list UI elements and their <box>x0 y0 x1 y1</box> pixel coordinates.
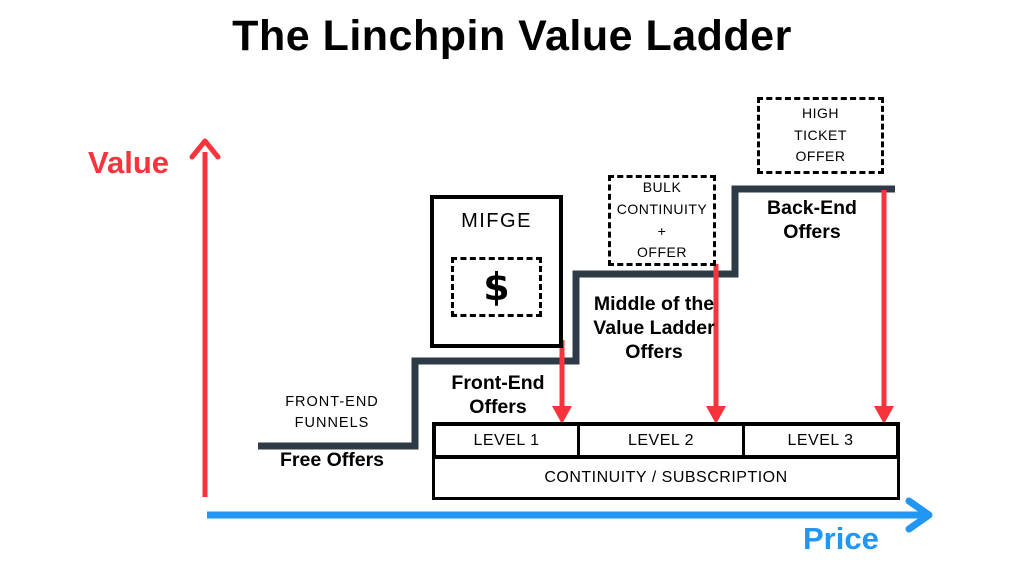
price-axis-label: Price <box>803 521 879 556</box>
drop-arrow-2-head-icon <box>706 406 726 424</box>
caption-line: Offers <box>783 220 841 243</box>
level-3-cell: LEVEL 3 <box>743 424 898 457</box>
bulk-box-line: BULK <box>642 179 682 196</box>
high-ticket-offer-box: HIGH TICKET OFFER <box>757 97 884 174</box>
value-axis-arrowhead-icon <box>189 138 221 160</box>
middle-value-ladder-offers-caption: Middle of the Value Ladder Offers <box>578 293 730 364</box>
bulk-continuity-offer-box: BULK CONTINUITY + OFFER <box>608 175 716 266</box>
caption-line: Back-End <box>767 197 857 219</box>
level-1-cell: LEVEL 1 <box>434 424 579 457</box>
caption-line: Offers <box>469 395 527 418</box>
high-ticket-line: TICKET <box>794 126 847 143</box>
mifge-box-title: MIFGE <box>461 210 532 232</box>
caption-line: Free Offers <box>279 449 385 471</box>
back-end-offers-caption: Back-End Offers <box>737 197 887 245</box>
levels-table: LEVEL 1 LEVEL 2 LEVEL 3 CONTINUITY / SUB… <box>432 422 900 500</box>
continuity-subscription-cell: CONTINUITY / SUBSCRIPTION <box>435 457 897 497</box>
high-ticket-line: HIGH <box>802 104 839 121</box>
mifge-box: MIFGE $ <box>430 195 563 348</box>
free-offers-caption: Free Offers <box>252 449 412 473</box>
dollar-icon: $ <box>483 265 510 309</box>
caption-line: FRONT-END <box>285 394 379 410</box>
bulk-box-line: + <box>657 222 667 239</box>
level-2-cell: LEVEL 2 <box>578 424 744 457</box>
high-ticket-line: OFFER <box>795 148 846 165</box>
page-title: The Linchpin Value Ladder <box>232 12 792 60</box>
price-axis-arrowhead-icon <box>905 497 933 533</box>
caption-line: Front-End <box>451 372 545 394</box>
levels-row: LEVEL 1 LEVEL 2 LEVEL 3 <box>434 424 898 457</box>
ladder-step-line <box>258 185 895 450</box>
caption-line: Value Ladder <box>593 316 715 339</box>
caption-line: Offers <box>625 340 683 363</box>
bulk-box-line: OFFER <box>637 244 687 261</box>
front-end-funnels-caption: FRONT-END FUNNELS <box>252 392 412 434</box>
front-end-offers-caption: Front-End Offers <box>428 372 568 420</box>
value-axis-label: Value <box>88 145 169 180</box>
mifge-dollar-box: $ <box>451 257 542 317</box>
bulk-box-line: CONTINUITY <box>616 200 708 217</box>
caption-line: Middle of the <box>593 293 715 315</box>
drop-arrow-1-head-icon <box>552 406 572 424</box>
caption-line: FUNNELS <box>294 415 370 432</box>
drop-arrow-3-head-icon <box>874 406 894 424</box>
